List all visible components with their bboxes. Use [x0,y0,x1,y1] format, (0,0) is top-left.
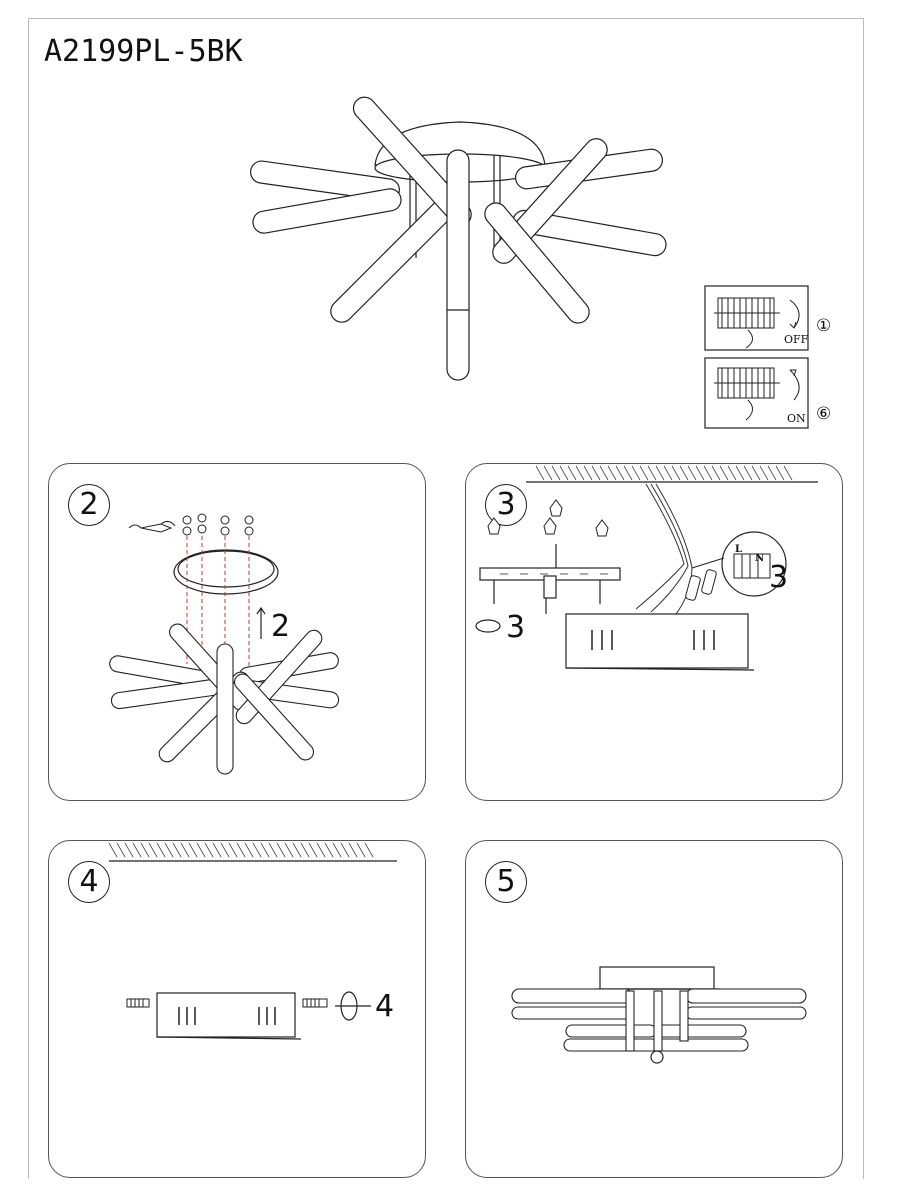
step-4-diagram [108,842,397,1040]
step-2-panel: 2 [48,463,426,801]
step-3-rotate-label: 3 [506,610,526,645]
step-2-arrow-label: 2 [271,609,291,644]
model-title: A2199PL-5BK [44,34,243,69]
step-3-diagram [475,465,818,671]
switch-on-step: ⑥ [816,404,832,424]
terminal-l-label: L [735,544,743,555]
switch-off-label: OFF [784,333,809,346]
step-3-badge: 3 [485,484,527,526]
step-5-panel: 5 [465,840,843,1178]
switch-off-step: ① [816,316,832,336]
step-5-diagram [511,966,807,1064]
switch-on-label: ON [787,412,806,425]
step-2-badge: 2 [68,484,110,526]
step-4-arrow-label: 4 [375,989,395,1024]
step-5-badge: 5 [485,861,527,903]
step-3-panel: 3 [465,463,843,801]
page-frame [28,18,864,1179]
step-4-panel: 4 4 [48,840,426,1178]
terminal-n-label: N [755,553,765,564]
lamp-illustration [250,96,809,429]
step-2-diagram [109,513,340,775]
step-4-badge: 4 [68,861,110,903]
step-3-terminal-label: 3 [769,560,789,595]
